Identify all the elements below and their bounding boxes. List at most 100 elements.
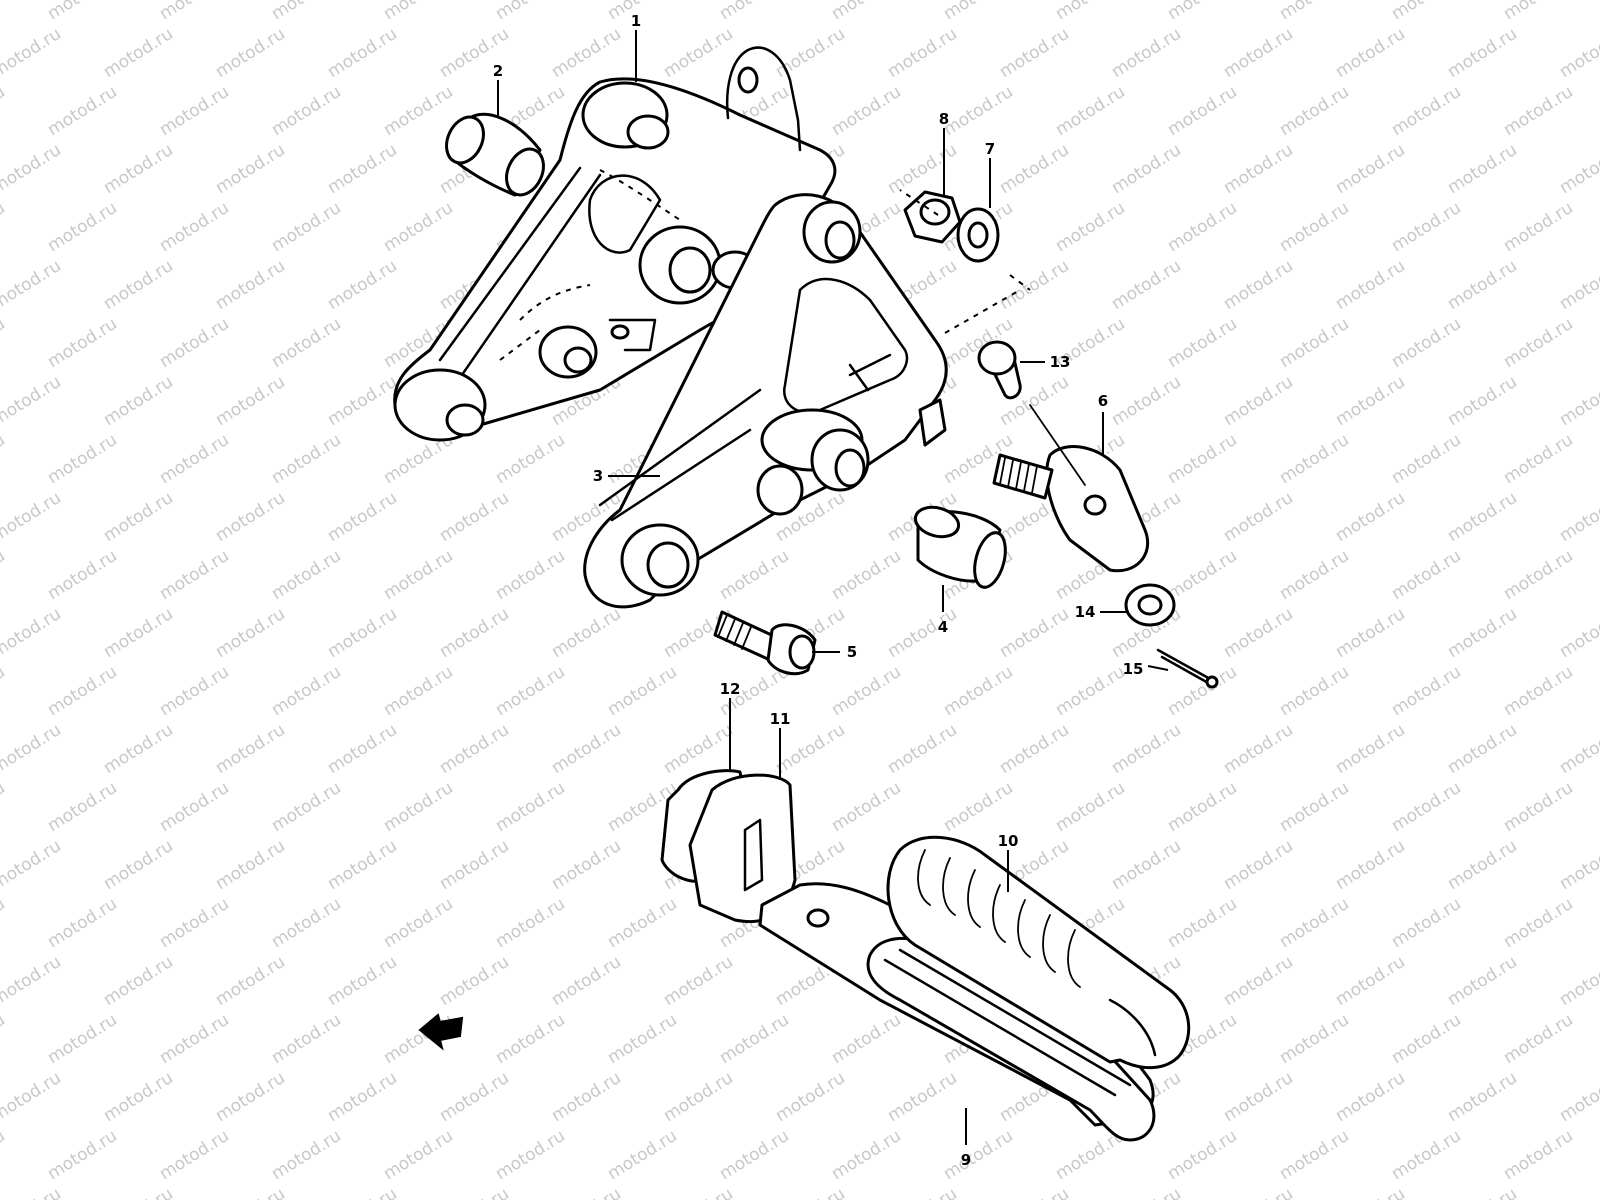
watermark-text: motod.ru — [940, 0, 1017, 24]
callout-8: 8 — [939, 110, 949, 128]
watermark-text: motod.ru — [212, 256, 289, 314]
watermark-text: motod.ru — [1276, 662, 1353, 720]
watermark-text: motod.ru — [996, 24, 1073, 82]
watermark-text: motod.ru — [156, 546, 233, 604]
watermark-text: motod.ru — [1276, 314, 1353, 372]
watermark-text: motod.ru — [1332, 24, 1409, 82]
watermark-text: motod.ru — [1388, 430, 1465, 488]
watermark-text: motod.ru — [1164, 314, 1241, 372]
watermark-text: motod.ru — [436, 952, 513, 1010]
part-11-block — [688, 773, 797, 924]
watermark-text: motod.ru — [492, 662, 569, 720]
watermark-text: motod.ru — [604, 1010, 681, 1068]
callout-7: 7 — [985, 140, 995, 158]
part-9-footrest — [758, 882, 1156, 1142]
watermark-text: motod.ru — [548, 24, 625, 82]
watermark-text: motod.ru — [324, 720, 401, 778]
watermark-text: motod.ru — [1220, 488, 1297, 546]
watermark-text: motod.ru — [1276, 778, 1353, 836]
watermark-text: motod.ru — [1556, 256, 1600, 314]
watermark-text: motod.ru — [828, 546, 905, 604]
watermark-text: motod.ru — [604, 662, 681, 720]
watermark-text: motod.ru — [436, 836, 513, 894]
watermark-text: motod.ru — [1276, 430, 1353, 488]
watermark-text: motod.ru — [212, 140, 289, 198]
watermark-text: motod.ru — [0, 430, 9, 488]
watermark-text: motod.ru — [268, 778, 345, 836]
watermark-text: motod.ru — [1500, 430, 1577, 488]
watermark-text: motod.ru — [1388, 662, 1465, 720]
watermark-text: motod.ru — [212, 488, 289, 546]
part-15-cotter-pin — [1156, 648, 1219, 689]
watermark-text: motod.ru — [436, 1068, 513, 1126]
watermark-text: motod.ru — [1164, 546, 1241, 604]
watermark-text: motod.ru — [716, 1126, 793, 1184]
part-3-plate — [583, 193, 948, 609]
watermark-text: motod.ru — [604, 0, 681, 24]
watermark-text: motod.ru — [156, 1010, 233, 1068]
watermark-text: motod.ru — [828, 1126, 905, 1184]
callout-13: 13 — [1050, 353, 1071, 371]
watermark-text: motod.ru — [1052, 778, 1129, 836]
watermark-text: motod.ru — [1500, 82, 1577, 140]
watermark-text: motod.ru — [1332, 1184, 1409, 1200]
watermark-text: motod.ru — [268, 1126, 345, 1184]
watermark-text: motod.ru — [1164, 0, 1241, 24]
watermark-text: motod.ru — [660, 1184, 737, 1200]
watermark-text: motod.ru — [324, 140, 401, 198]
watermark-text: motod.ru — [0, 1126, 9, 1184]
watermark-text: motod.ru — [1220, 140, 1297, 198]
watermark-text: motod.ru — [0, 488, 65, 546]
part-13-pin — [977, 340, 1022, 400]
watermark-text: motod.ru — [1388, 778, 1465, 836]
watermark-text: motod.ru — [0, 604, 65, 662]
watermark-text: motod.ru — [100, 1184, 177, 1200]
watermark-text: motod.ru — [1276, 1126, 1353, 1184]
watermark-text: motod.ru — [1052, 0, 1129, 24]
watermark-text: motod.ru — [1220, 1184, 1297, 1200]
watermark-text: motod.ru — [268, 430, 345, 488]
watermark-text: motod.ru — [548, 1184, 625, 1200]
watermark-text: motod.ru — [1500, 198, 1577, 256]
watermark-text: motod.ru — [1556, 952, 1600, 1010]
watermark-text: motod.ru — [324, 1068, 401, 1126]
watermark-text: motod.ru — [156, 778, 233, 836]
watermark-text: motod.ru — [380, 198, 457, 256]
watermark-text: motod.ru — [44, 778, 121, 836]
watermark-text: motod.ru — [1332, 604, 1409, 662]
watermark-text: motod.ru — [492, 778, 569, 836]
watermark-text: motod.ru — [44, 662, 121, 720]
watermark-text: motod.ru — [1276, 0, 1353, 24]
watermark-text: motod.ru — [996, 1184, 1073, 1200]
watermark-text: motod.ru — [268, 0, 345, 24]
watermark-text: motod.ru — [1500, 1126, 1577, 1184]
watermark-text: motod.ru — [1332, 372, 1409, 430]
watermark-text: motod.ru — [156, 894, 233, 952]
part-5-bolt — [713, 610, 817, 676]
watermark-text: motod.ru — [0, 894, 9, 952]
watermark-text: motod.ru — [1444, 488, 1521, 546]
watermark-text: motod.ru — [1500, 0, 1577, 24]
watermark-text: motod.ru — [212, 1068, 289, 1126]
watermark-text: motod.ru — [548, 1068, 625, 1126]
watermark-text: motod.ru — [380, 894, 457, 952]
callout-9: 9 — [961, 1151, 971, 1169]
watermark-text: motod.ru — [0, 1068, 65, 1126]
watermark-text: motod.ru — [828, 778, 905, 836]
watermark-text: motod.ru — [1500, 778, 1577, 836]
watermark-text: motod.ru — [996, 720, 1073, 778]
watermark-text: motod.ru — [100, 256, 177, 314]
watermark-text: motod.ru — [1388, 546, 1465, 604]
watermark-text: motod.ru — [1220, 836, 1297, 894]
watermark-text: motod.ru — [44, 314, 121, 372]
watermark-text: motod.ru — [1108, 1184, 1185, 1200]
watermark-text: motod.ru — [996, 140, 1073, 198]
watermark-text: motod.ru — [940, 1126, 1017, 1184]
watermark-text: motod.ru — [212, 24, 289, 82]
watermark-text: motod.ru — [1500, 894, 1577, 952]
callout-6: 6 — [1098, 392, 1108, 410]
watermark-text: motod.ru — [100, 952, 177, 1010]
watermark-text: motod.ru — [1052, 82, 1129, 140]
watermark-text: motod.ru — [44, 1010, 121, 1068]
